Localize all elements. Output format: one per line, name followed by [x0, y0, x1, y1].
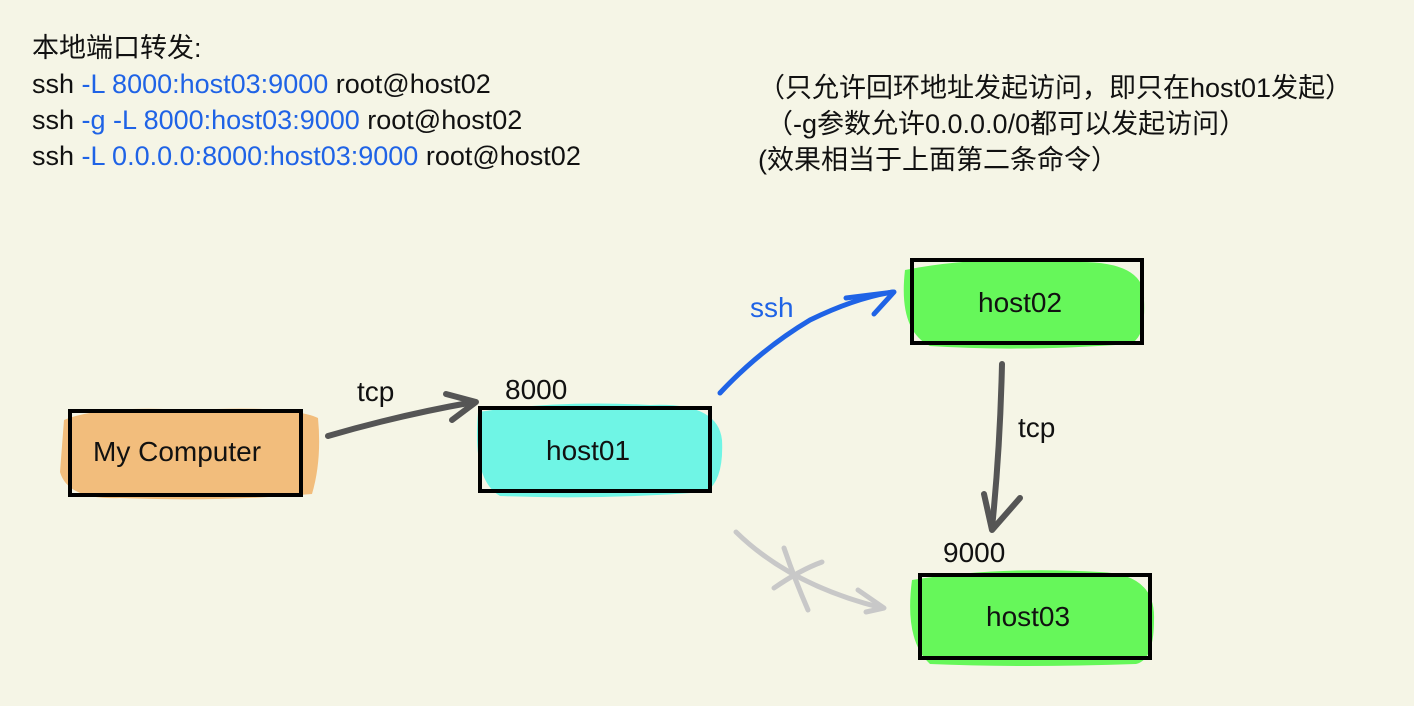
- blocked-arrow: [733, 529, 885, 611]
- my-computer-fill: [60, 408, 320, 500]
- host03-port-label: 9000: [943, 537, 1006, 568]
- host01-box: [478, 406, 712, 493]
- command-line-3: ssh -L 0.0.0.0:8000:host03:9000 root@hos…: [32, 138, 581, 174]
- host01-port-label: 8000: [505, 374, 568, 405]
- command-args: -L 0.0.0.0:8000:host03:9000: [81, 141, 419, 171]
- host03-label: host03: [986, 601, 1071, 632]
- host02-fill: [903, 259, 1145, 349]
- host03-fill: [910, 570, 1155, 666]
- host01-label: host01: [546, 435, 631, 466]
- my-computer-label: My Computer: [93, 436, 262, 467]
- blocked-cross-mark: [771, 545, 825, 613]
- tcp-arrow-2-head: [981, 491, 1023, 533]
- my-computer-box: [68, 409, 303, 497]
- tcp-label-2: tcp: [1018, 412, 1056, 443]
- blocked-arrow-head: [855, 587, 887, 615]
- command-name: ssh: [32, 105, 75, 135]
- command-target: root@host02: [425, 141, 581, 171]
- host01-fill: [476, 403, 723, 498]
- ssh-arrow: [717, 289, 896, 396]
- command-args: -g -L 8000:host03:9000: [81, 105, 360, 135]
- command-name: ssh: [32, 141, 75, 171]
- section-title: 本地端口转发:: [32, 33, 202, 63]
- ssh-arrow-head: [843, 289, 897, 317]
- command-note-1: （只允许回环地址发起访问，即只在host01发起）: [758, 73, 1353, 103]
- host02-label: host02: [978, 287, 1063, 318]
- host03-box: [918, 573, 1152, 660]
- command-note-2: （-g参数允许0.0.0.0/0都可以发起访问）: [766, 109, 1247, 139]
- command-line-1: ssh -L 8000:host03:9000 root@host02: [32, 66, 491, 102]
- host02-box: [910, 258, 1144, 345]
- command-target: root@host02: [367, 105, 523, 135]
- command-name: ssh: [32, 69, 75, 99]
- tcp-arrow-1-head: [443, 391, 479, 423]
- command-args: -L 8000:host03:9000: [81, 69, 329, 99]
- tcp-arrow-1: [325, 399, 477, 439]
- command-line-2: ssh -g -L 8000:host03:9000 root@host02: [32, 102, 522, 138]
- command-note-3: (效果相当于上面第二条命令）: [758, 145, 1118, 175]
- command-target: root@host02: [335, 69, 491, 99]
- tcp-arrow-2: [989, 361, 1005, 531]
- tcp-label-1: tcp: [357, 376, 395, 407]
- ssh-label: ssh: [750, 292, 794, 323]
